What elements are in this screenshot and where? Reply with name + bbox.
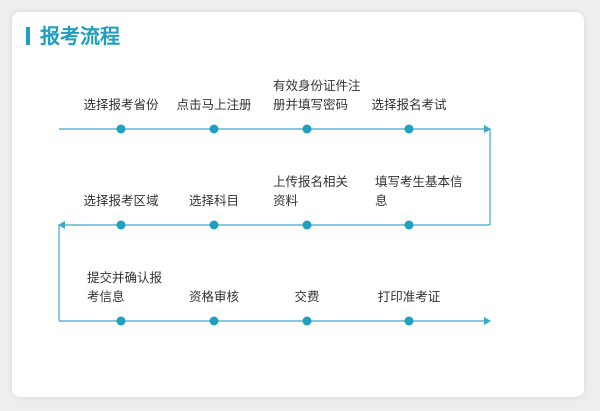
- step-label: 打印准考证: [378, 289, 441, 304]
- step-dot: [116, 220, 126, 230]
- arrow-right-icon: [484, 125, 491, 133]
- page-title: 报考流程: [40, 24, 120, 48]
- step-label: 提交并确认报: [87, 270, 163, 285]
- step-label: 点击马上注册: [176, 97, 251, 112]
- step-label: 选择报考区域: [83, 193, 158, 208]
- step-dot: [302, 220, 312, 230]
- step-label: 选择科目: [189, 193, 239, 208]
- step-label: 交费: [294, 289, 319, 304]
- step-label: 考信息: [87, 289, 125, 304]
- step-dot: [116, 124, 126, 134]
- step-dot: [209, 220, 219, 230]
- content-card: [12, 12, 584, 397]
- step-label: 息: [375, 193, 388, 208]
- step-label: 有效身份证件注: [273, 78, 361, 93]
- step-dot: [404, 316, 414, 326]
- step-label: 上传报名相关: [273, 174, 348, 189]
- title-accent-bar: [26, 27, 30, 45]
- step-label: 选择报名考试: [371, 97, 447, 112]
- step-label: 资格审核: [189, 289, 240, 304]
- step-dot: [209, 124, 219, 134]
- arrow-left-icon: [58, 221, 65, 229]
- step-label: 册并填写密码: [273, 97, 348, 112]
- step-dot: [404, 124, 414, 134]
- step-dot: [209, 316, 219, 326]
- step-dot: [302, 316, 312, 326]
- step-dot: [302, 124, 312, 134]
- step-dot: [404, 220, 414, 230]
- arrow-right-icon: [484, 317, 491, 325]
- step-dot: [116, 316, 126, 326]
- step-label: 填写考生基本信: [375, 174, 463, 189]
- step-label: 资料: [273, 193, 299, 208]
- step-label: 选择报考省份: [83, 97, 159, 112]
